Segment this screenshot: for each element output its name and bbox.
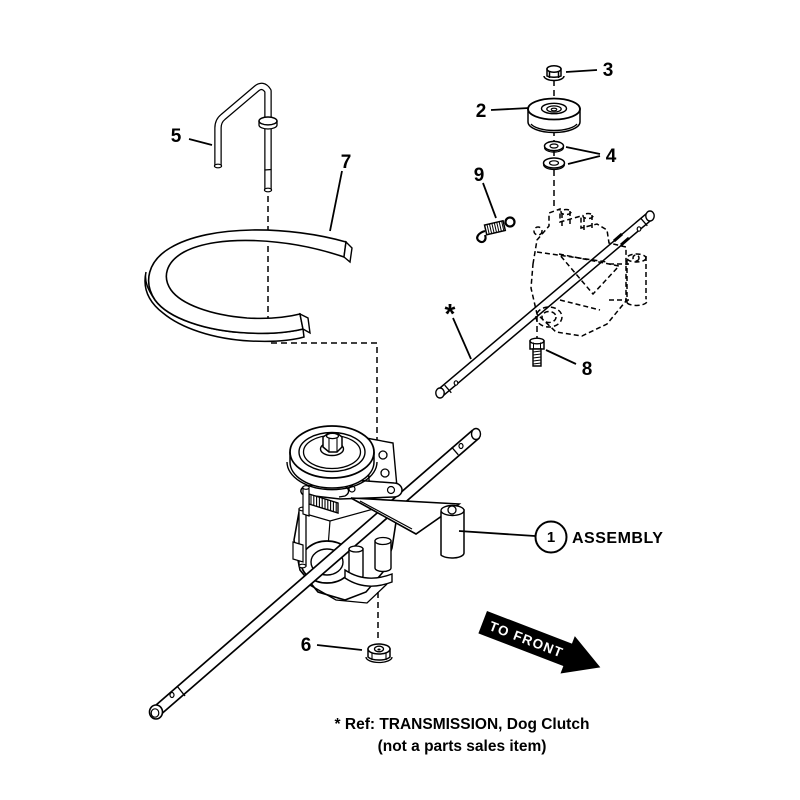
belt-part7 [144,229,353,343]
rod-part5 [213,82,278,193]
axle-shaft [148,427,482,720]
washers-part4 [542,140,566,171]
callout-2: 2 [476,101,487,122]
callout-6: 6 [301,635,312,656]
callout-3: 3 [603,60,614,81]
assembly-callout-circle [534,520,568,554]
callout-8: 8 [582,359,593,380]
footnote-line2: (not a parts sales item) [378,738,547,755]
callout-7: 7 [341,152,352,173]
callout-5: 5 [171,126,182,147]
leader-lines [188,69,601,651]
bolt-part8 [529,337,545,367]
to-front-arrow [478,611,601,674]
callout-1: 1 [547,529,555,546]
nut-part3 [543,65,565,82]
clutch-lever-and-pulley [286,425,465,559]
footnote-line1: * Ref: TRANSMISSION, Dog Clutch [335,716,590,733]
reference-asterisk: * [445,298,456,329]
callout-9: 9 [474,165,485,186]
ghost-axle-shaft [435,210,655,399]
spring-part9 [476,216,516,244]
flange-nut-part6 [365,643,393,664]
ghost-transmission [530,207,648,337]
callout-4: 4 [606,146,617,167]
dog-clutch-collar [344,536,393,587]
pulley-part2 [527,97,581,134]
assembly-caption: ASSEMBLY [572,530,663,547]
